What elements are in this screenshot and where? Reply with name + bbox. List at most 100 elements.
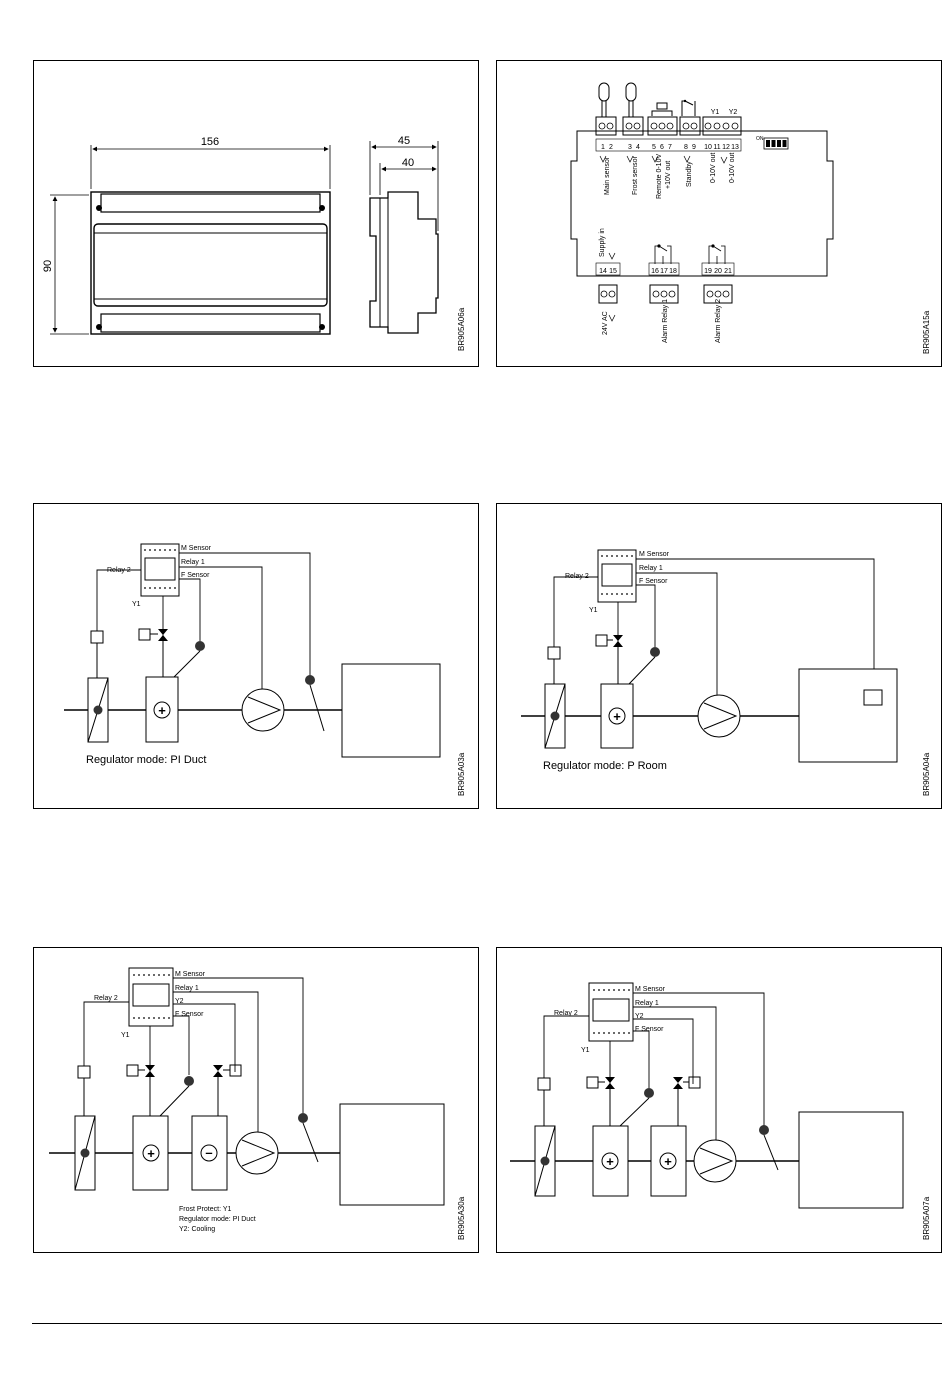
terminal-21: 21 xyxy=(724,268,732,275)
valve-actuator-y1 xyxy=(586,1076,599,1089)
figure-code: BR905A04a xyxy=(922,752,931,796)
label-main-sensor: Main sensor xyxy=(604,156,611,195)
controller-unit xyxy=(588,982,634,1042)
dimension-drawing: 156 90 45 40 BR905A06a xyxy=(42,135,466,351)
side-view-outline xyxy=(369,191,439,334)
terminal-16: 16 xyxy=(651,268,659,275)
fan xyxy=(241,688,285,732)
front-view-outline xyxy=(90,191,331,335)
diagram-pi-duct-cooling: M Sensor Relay 1 Y2 F Sensor Relay 2 Y1 … xyxy=(49,967,466,1240)
panel-pi-duct: M Sensor Relay 1 F Sensor Relay 2 Y1 + R… xyxy=(33,503,479,809)
minus-icon: – xyxy=(205,1145,212,1160)
main-sensor-bulb-icon xyxy=(598,82,610,117)
label-relay-2: Relay 2 xyxy=(107,567,131,574)
panel-pi-duct-cooling: M Sensor Relay 1 Y2 F Sensor Relay 2 Y1 … xyxy=(33,947,479,1253)
room-box xyxy=(339,1103,445,1206)
valve-icon xyxy=(613,635,623,647)
regulator-mode: Regulator mode: P Room xyxy=(543,760,667,772)
footer-divider xyxy=(32,1323,942,1324)
room-box xyxy=(798,1111,904,1209)
label-0-10v-out-y1: 0-10V out xyxy=(710,153,717,183)
controller-unit xyxy=(597,549,637,603)
label-f-sensor: F Sensor xyxy=(635,1026,664,1033)
plus-icon: + xyxy=(158,703,166,718)
label-relay-2: Relay 2 xyxy=(565,573,589,580)
valve-actuator-y1 xyxy=(126,1064,139,1077)
valve-actuator-y2 xyxy=(229,1064,242,1077)
terminal-12: 12 xyxy=(722,144,730,151)
label-24v-ac: 24V AC xyxy=(602,311,609,335)
label-m-sensor: M Sensor xyxy=(639,551,670,558)
board-outline xyxy=(570,130,834,277)
frost-sensor xyxy=(195,641,205,651)
diagram-p-room: M Sensor Relay 1 F Sensor Relay 2 Y1 + R… xyxy=(521,549,931,796)
damper-actuator xyxy=(547,646,561,660)
label-relay-2: Relay 2 xyxy=(94,995,118,1002)
label-10v-out: +10V out xyxy=(665,161,672,189)
plus-icon: + xyxy=(664,1154,672,1169)
dim-height-label: 90 xyxy=(42,260,54,272)
label-y2: Y2 xyxy=(175,998,184,1005)
terminal-10: 10 xyxy=(704,144,712,151)
standby-switch-icon xyxy=(681,99,696,116)
terminal-6: 6 xyxy=(660,144,664,151)
panel-wiring: 1 2 3 4 5 6 7 8 9 10 11 12 13 Y1 Y2 ON M… xyxy=(496,60,942,367)
room-box xyxy=(341,663,441,758)
label-relay-1: Relay 1 xyxy=(181,559,205,566)
label-frost-sensor: Frost sensor xyxy=(632,155,639,195)
frost-sensor-bulb-icon xyxy=(625,82,637,117)
top-terminal-blocks xyxy=(595,116,742,152)
label-supply-in: Supply in xyxy=(599,228,606,257)
figure-code: BR905A06a xyxy=(457,307,466,351)
plus-icon: + xyxy=(613,709,621,724)
damper-sensor xyxy=(540,1156,550,1166)
dim-depth-outer-label: 45 xyxy=(398,135,410,147)
wiring-diagram: 1 2 3 4 5 6 7 8 9 10 11 12 13 Y1 Y2 ON M… xyxy=(570,82,931,354)
frost-sensor xyxy=(650,647,660,657)
label-y1: Y1 xyxy=(121,1032,130,1039)
label-m-sensor: M Sensor xyxy=(175,971,206,978)
label-0-10v-out-y2: 0-10V out xyxy=(729,153,736,183)
label-relay-1: Relay 1 xyxy=(175,985,199,992)
valve-actuator xyxy=(138,628,151,641)
plus-icon: + xyxy=(147,1146,155,1161)
plus-icon: + xyxy=(606,1154,614,1169)
label-m-sensor: M Sensor xyxy=(635,986,666,993)
figure-code: BR905A03a xyxy=(457,752,466,796)
label-relay-1: Relay 1 xyxy=(635,1000,659,1007)
figure-code: BR905A15a xyxy=(922,310,931,354)
diagram-dual-heating: M Sensor Relay 1 Y2 F Sensor Relay 2 Y1 … xyxy=(510,982,931,1240)
valve-icon-y1 xyxy=(145,1065,155,1077)
terminal-8: 8 xyxy=(684,144,688,151)
figure-code: BR905A30a xyxy=(457,1196,466,1240)
dip-switch-icon xyxy=(763,137,789,150)
note-y2-cooling: Y2: Cooling xyxy=(179,1226,215,1233)
ground-marks xyxy=(599,155,728,164)
terminal-7: 7 xyxy=(668,144,672,151)
damper-sensor xyxy=(93,705,103,715)
damper-actuator xyxy=(77,1065,91,1079)
label-alarm-relay-1: Alarm Relay 1 xyxy=(662,299,669,343)
damper-actuator xyxy=(537,1077,551,1091)
label-y2: Y2 xyxy=(729,109,738,116)
label-m-sensor: M Sensor xyxy=(181,545,212,552)
valve-icon-y1 xyxy=(605,1077,615,1089)
terminal-4: 4 xyxy=(636,144,640,151)
frost-sensor xyxy=(184,1076,194,1086)
frost-sensor xyxy=(644,1088,654,1098)
panel-dimensions: 156 90 45 40 BR905A06a xyxy=(33,60,479,367)
label-y1: Y1 xyxy=(132,601,141,608)
label-y1: Y1 xyxy=(589,607,598,614)
terminal-11: 11 xyxy=(713,144,720,151)
fan xyxy=(235,1131,279,1175)
terminal-17: 17 xyxy=(660,268,668,275)
note-frost-protect: Frost Protect: Y1 xyxy=(179,1206,231,1213)
damper-sensor xyxy=(80,1148,90,1158)
regulator-mode: Regulator mode: PI Duct xyxy=(86,754,206,766)
panel-p-room: M Sensor Relay 1 F Sensor Relay 2 Y1 + R… xyxy=(496,503,942,809)
valve-icon xyxy=(158,629,168,641)
label-y1: Y1 xyxy=(711,109,720,116)
label-alarm-relay-2: Alarm Relay 2 xyxy=(715,299,722,343)
valve-actuator xyxy=(595,634,608,647)
valve-icon-y2 xyxy=(213,1065,223,1077)
